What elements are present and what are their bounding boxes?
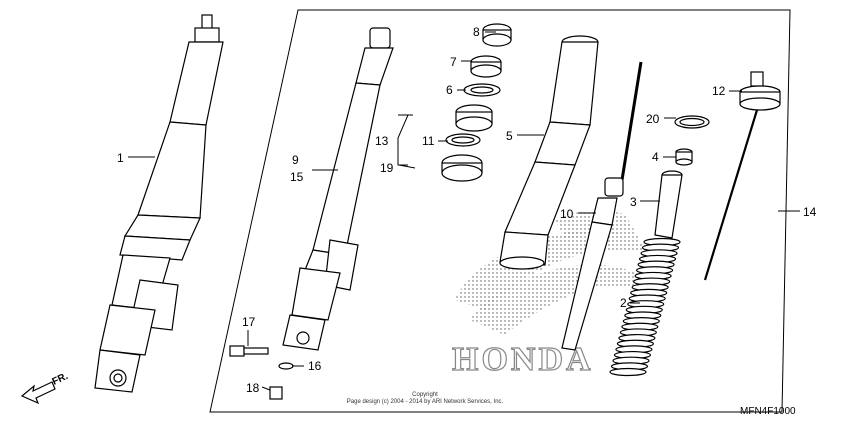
- callout-18[interactable]: 18: [246, 381, 260, 395]
- callout-13[interactable]: 13: [375, 134, 389, 148]
- callout-2[interactable]: 2: [620, 296, 627, 310]
- part-12-fork-bolt[interactable]: [739, 71, 781, 111]
- callout-7[interactable]: 7: [450, 55, 457, 69]
- diagram-code: MFN4F1000: [740, 406, 796, 417]
- leader-lines: [128, 31, 800, 391]
- part-5-fork-tube[interactable]: [499, 35, 599, 270]
- part-14-adjuster-rod[interactable]: [703, 109, 759, 281]
- spring-coil: [609, 367, 647, 377]
- callout-12[interactable]: 12: [712, 84, 726, 98]
- copyright-line-2: Page design (c) 2004 - 2014 by ARI Netwo…: [347, 399, 504, 405]
- part-19-seal[interactable]: [441, 154, 483, 182]
- callout-6[interactable]: 6: [446, 83, 453, 97]
- part-7-stopper-ring[interactable]: [470, 55, 502, 78]
- part-11-circlip[interactable]: [445, 133, 481, 147]
- callout-15[interactable]: 15: [290, 170, 304, 184]
- assembly-boundary: [209, 9, 791, 413]
- front-direction-label: FR.: [51, 371, 70, 388]
- part-6-washer[interactable]: [463, 83, 501, 97]
- part-3-spacer[interactable]: [654, 170, 683, 239]
- callout-17[interactable]: 17: [242, 315, 256, 329]
- part-13-oil-seal[interactable]: [455, 104, 493, 132]
- part-10-damper-rod[interactable]: [561, 61, 643, 351]
- part-18-drain-bolt[interactable]: [269, 386, 283, 400]
- callout-14[interactable]: 14: [803, 205, 817, 219]
- callout-16[interactable]: 16: [308, 359, 322, 373]
- callout-9[interactable]: 9: [292, 153, 299, 167]
- part-17-bolt[interactable]: [229, 345, 269, 357]
- part-4-collar[interactable]: [675, 148, 693, 166]
- callout-11[interactable]: 11: [422, 134, 435, 148]
- front-direction-arrow-icon: FR.: [20, 371, 70, 405]
- part-8-dust-seal[interactable]: [482, 23, 512, 47]
- part-20-o-ring[interactable]: [674, 115, 710, 129]
- callout-8[interactable]: 8: [473, 25, 480, 39]
- callout-3[interactable]: 3: [630, 195, 637, 209]
- callout-20[interactable]: 20: [646, 112, 660, 126]
- part-1-fork-assembly[interactable]: [94, 14, 224, 393]
- copyright-line-1: Copyright: [412, 392, 438, 398]
- part-16-washer[interactable]: [278, 362, 294, 370]
- part-2-spring[interactable]: [609, 237, 681, 377]
- part-9-outer-slider[interactable]: [282, 27, 394, 351]
- callout-5[interactable]: 5: [506, 129, 513, 143]
- callout-4[interactable]: 4: [652, 150, 659, 164]
- callout-19[interactable]: 19: [380, 161, 394, 175]
- callout-10[interactable]: 10: [560, 207, 574, 221]
- callout-1[interactable]: 1: [117, 151, 124, 165]
